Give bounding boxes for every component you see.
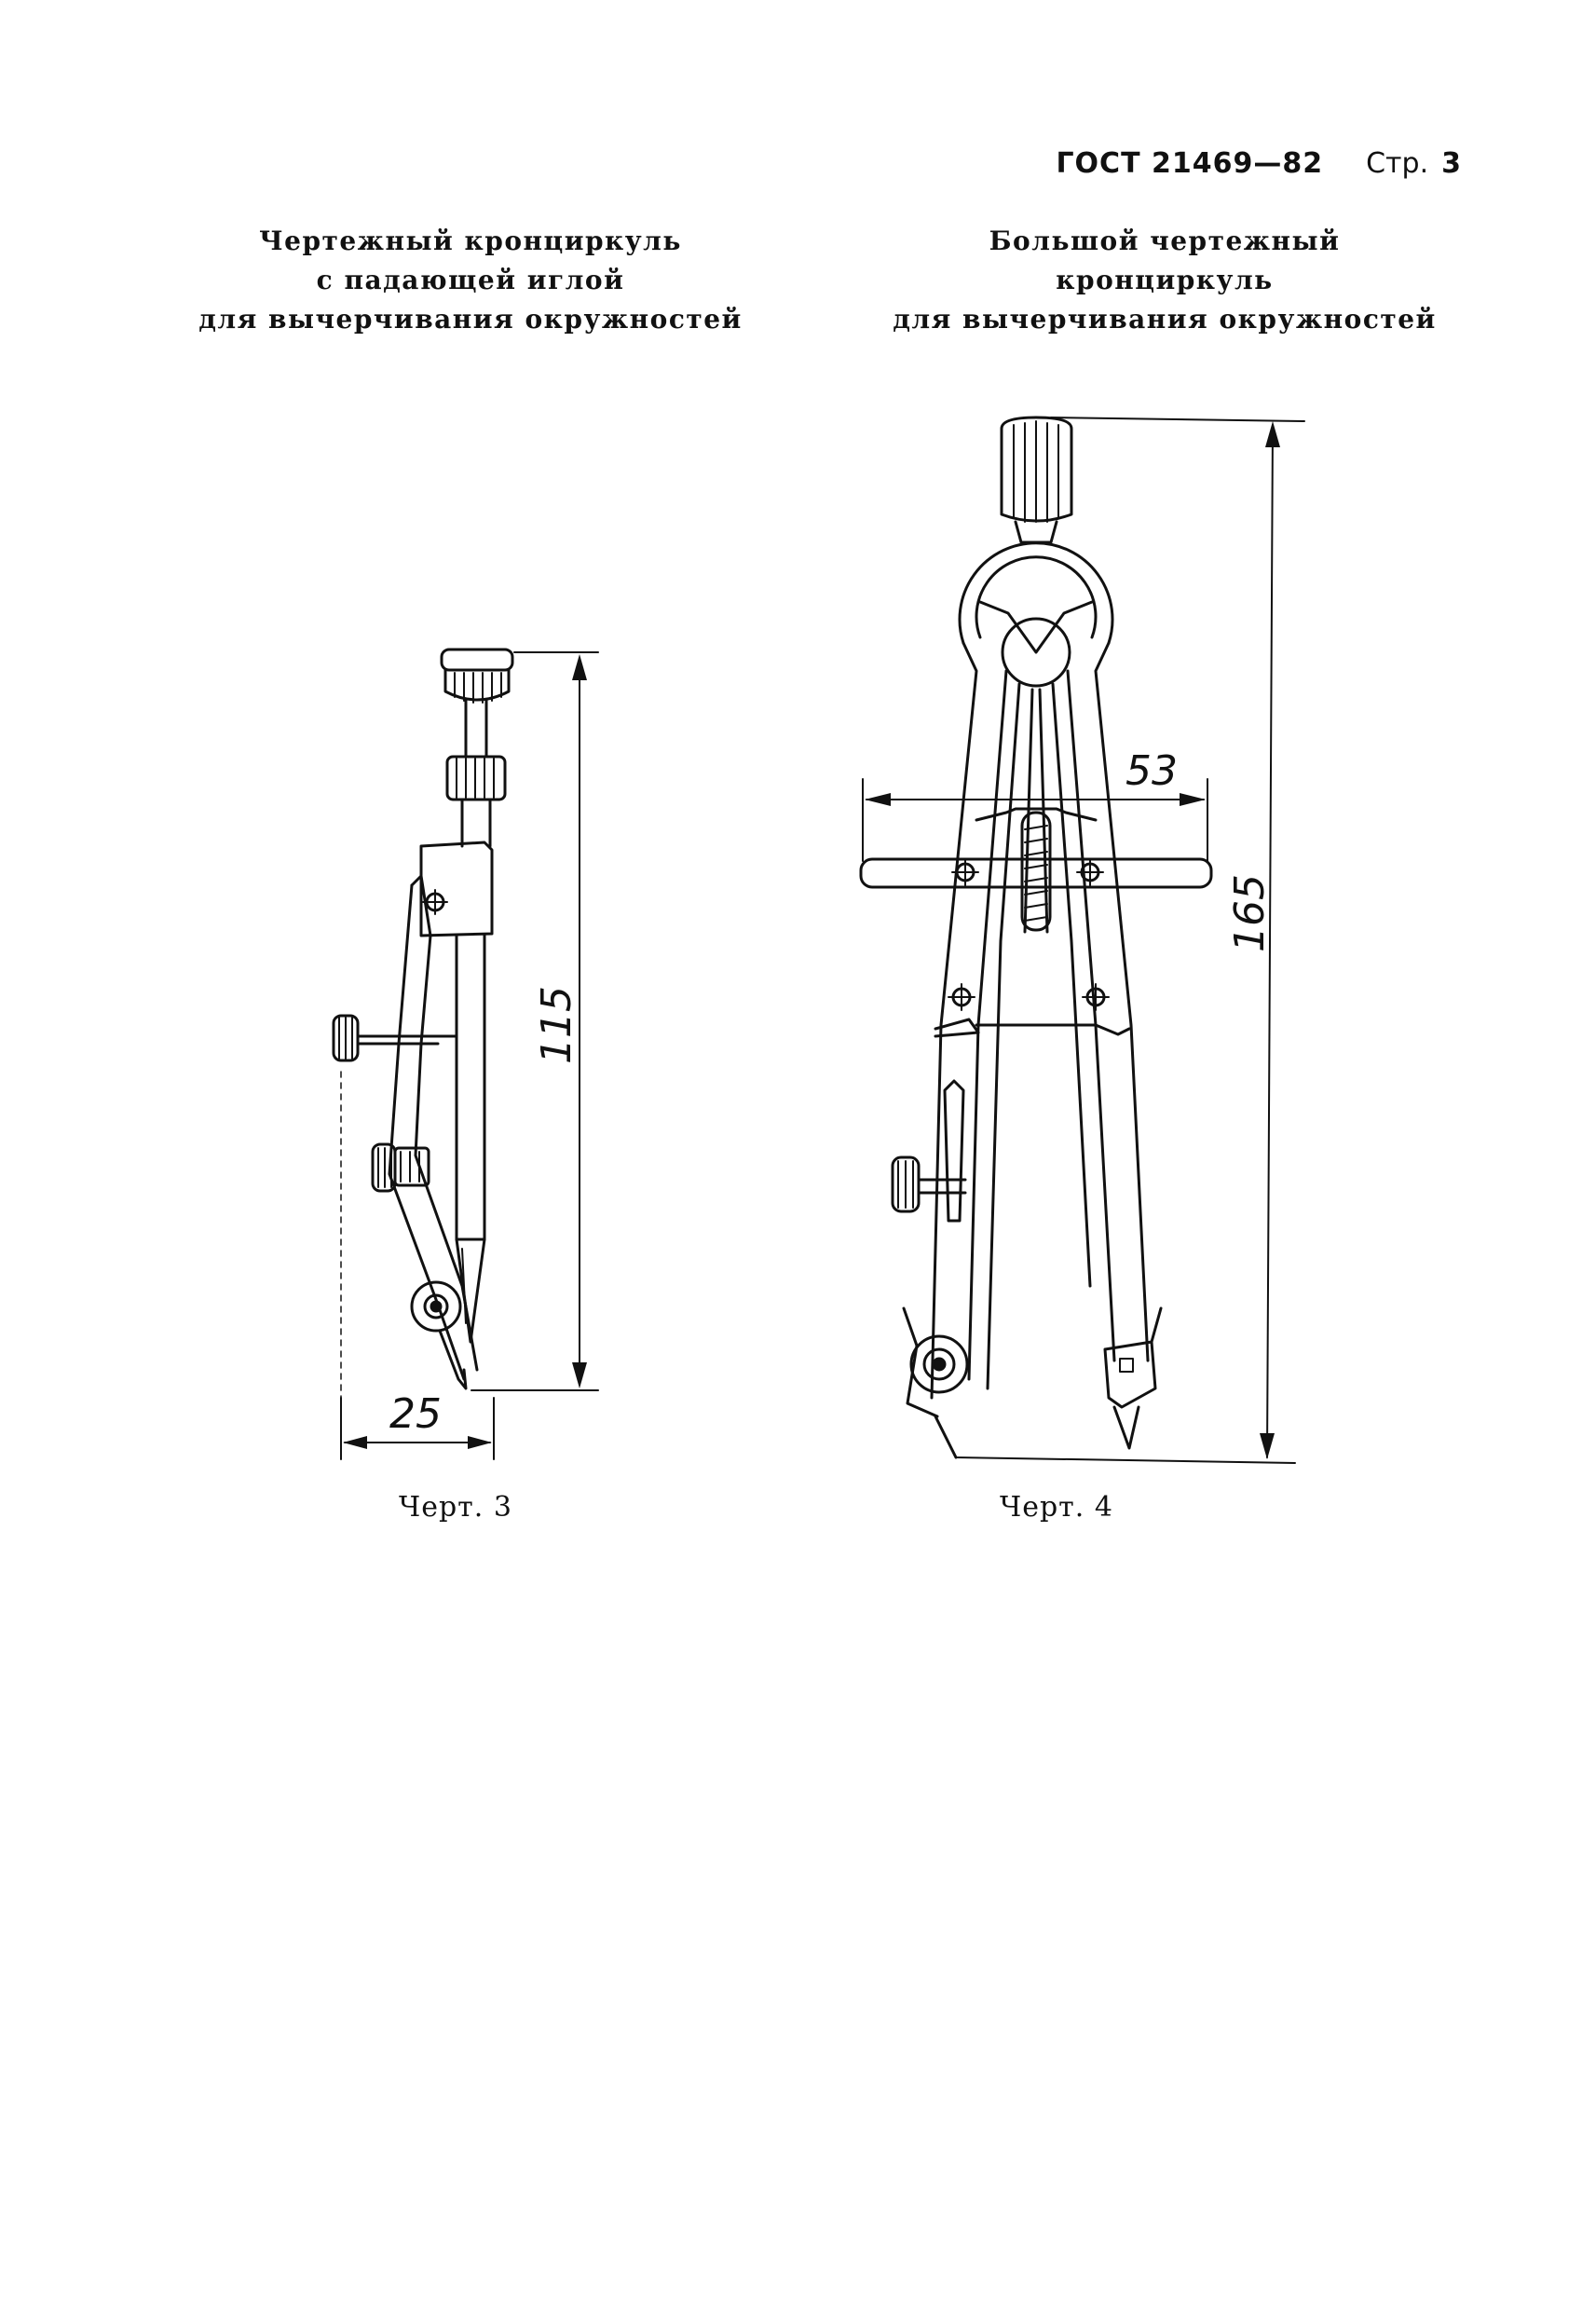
joint-pivot-icon (410, 1280, 462, 1333)
figure-4-compass-drawing: 165 53 (859, 416, 1305, 1464)
dimension-165: 165 (1050, 417, 1305, 1459)
page-label: Стр. (1366, 147, 1429, 180)
leg-joint-right-icon (1082, 983, 1110, 1011)
figure-4-caption: Черт. 4 (1000, 1491, 1113, 1524)
figure-3-title: Чертежный кронциркуль с падающей иглой д… (198, 226, 743, 335)
page-indicator: Стр. 3 (1366, 147, 1461, 180)
adjusting-screw-icon (332, 1014, 458, 1062)
figure-3-compass-drawing: 115 25 (332, 648, 599, 1460)
dimension-115: 115 (471, 651, 599, 1391)
spring-ring-icon (958, 541, 1114, 688)
figure-4-title: Большой чертежный кронциркуль для вычерч… (893, 226, 1437, 335)
top-handle-icon (1000, 416, 1073, 544)
central-nut-icon (1020, 811, 1052, 932)
figure-3-caption: Черт. 3 (399, 1491, 512, 1524)
standard-number: ГОСТ 21469—82 (1056, 147, 1324, 180)
dimension-115-label: 115 (533, 986, 580, 1064)
dimension-53: 53 (862, 747, 1208, 862)
crossbar-pivot-left-icon (951, 858, 979, 886)
top-knob-icon (440, 648, 514, 704)
dimension-25-label: 25 (389, 1390, 442, 1438)
knurled-sleeve-icon (445, 755, 507, 801)
dimension-25: 25 (340, 1390, 495, 1460)
dimension-53-label: 53 (1125, 747, 1178, 795)
page-number: 3 (1441, 147, 1461, 180)
lower-joint-icon (902, 1306, 969, 1418)
lead-holder-icon (1103, 1306, 1163, 1409)
leg-joint-left-icon (948, 983, 975, 1011)
side-clamp-icon (891, 1079, 967, 1223)
crossbar-pivot-right-icon (1076, 858, 1104, 886)
adjusting-rod-icon (859, 857, 1213, 889)
leg-clamp-icon (371, 1142, 430, 1193)
page-header: ГОСТ 21469—82 Стр. 3 (1056, 147, 1461, 180)
dimension-165-label: 165 (1226, 874, 1274, 952)
